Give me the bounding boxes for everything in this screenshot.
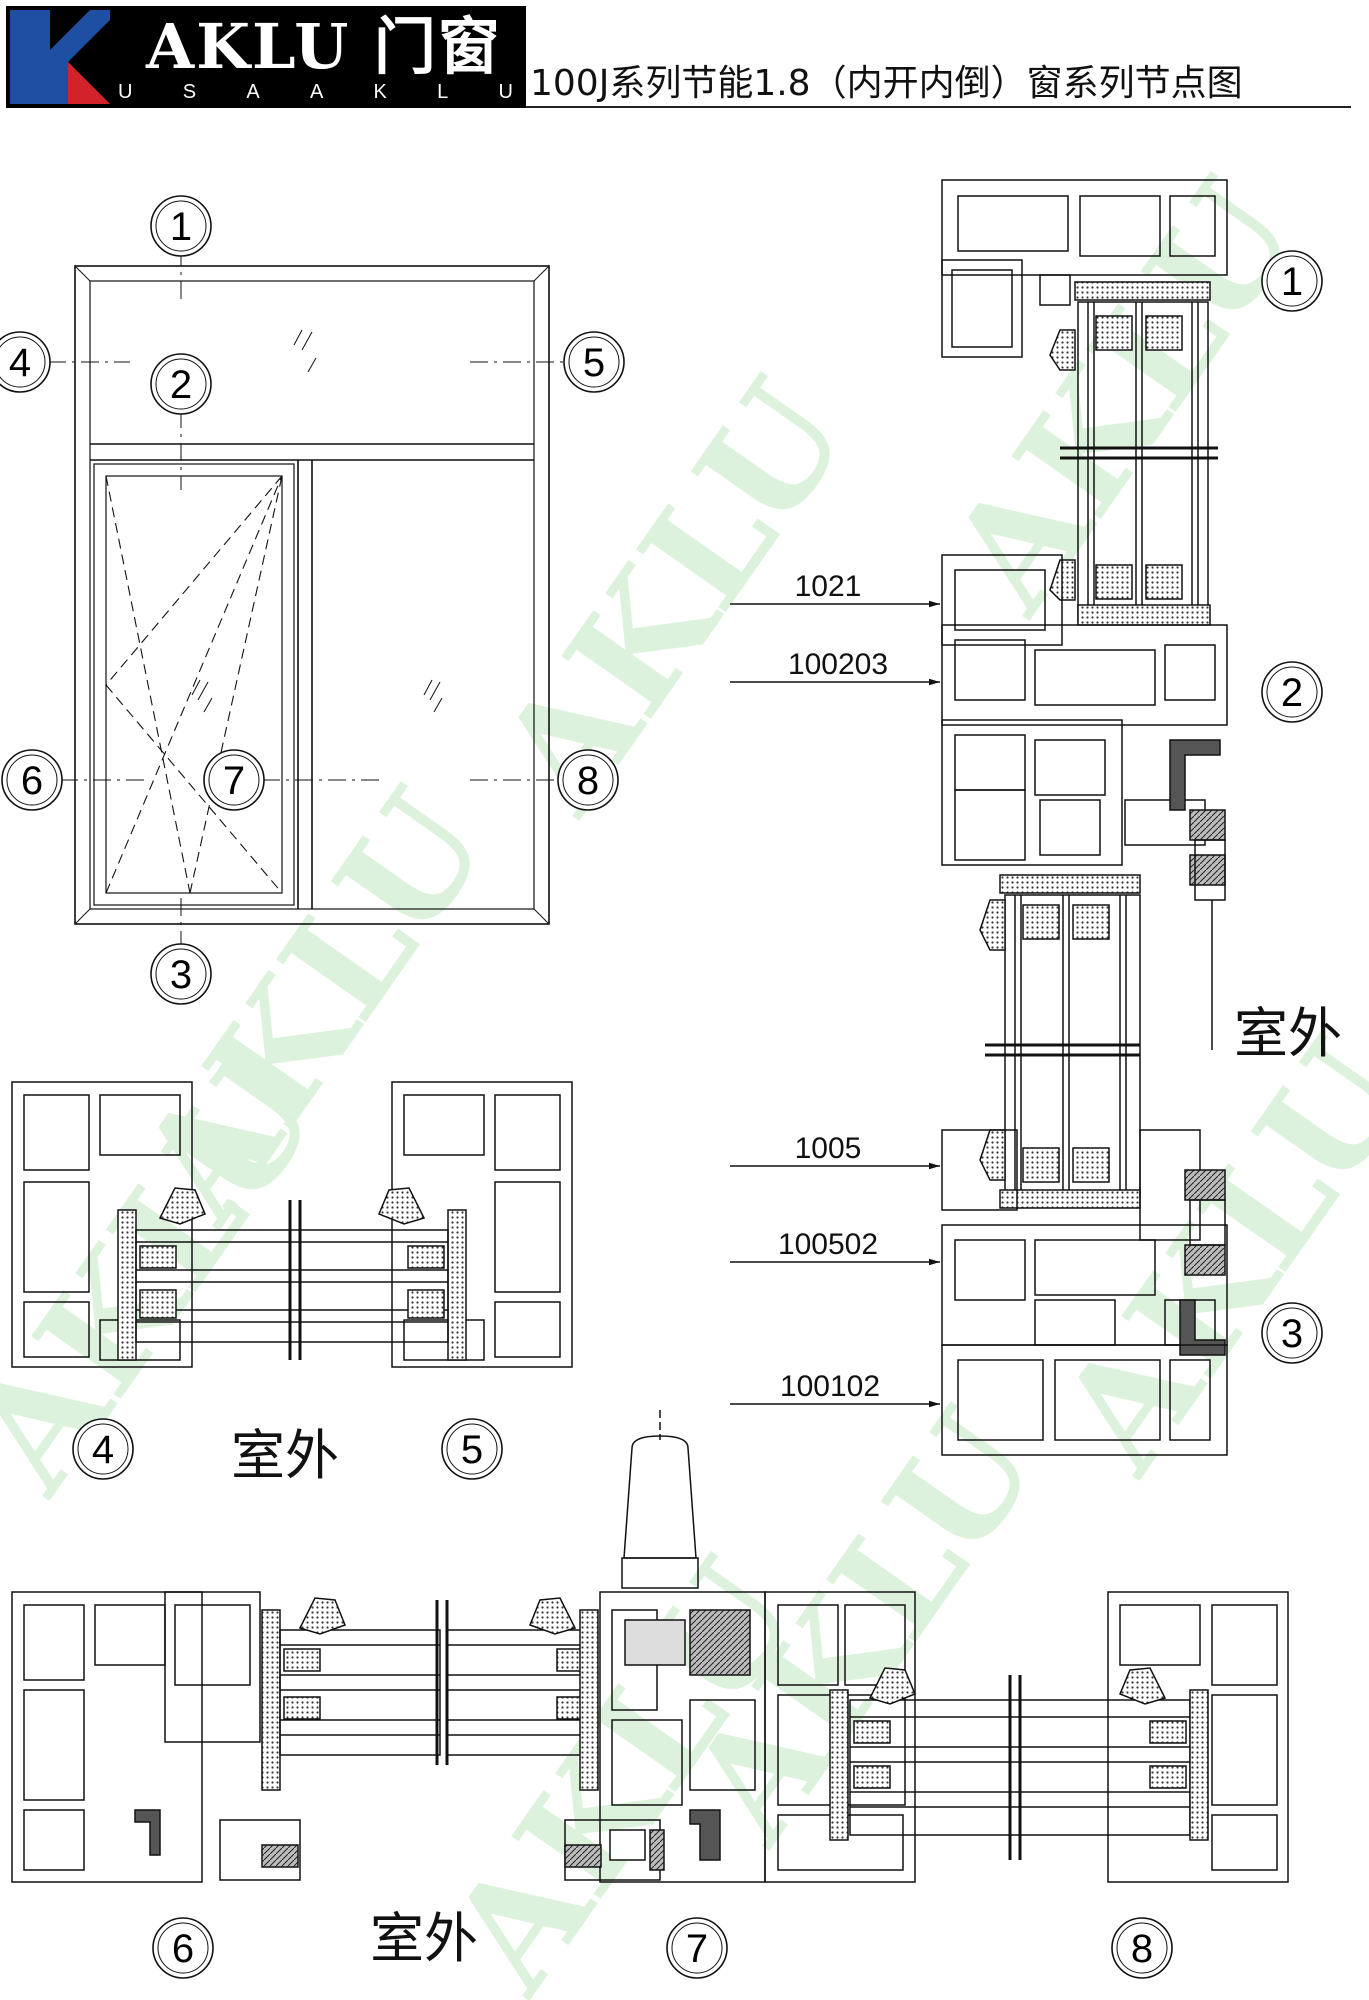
brand-sub-letter: K — [373, 81, 387, 103]
section-marker-3: 3 — [1261, 1302, 1323, 1364]
section-lines — [48, 248, 570, 945]
outside-label: 室外 — [370, 1907, 478, 1970]
section-marker-2: 2 — [150, 353, 212, 415]
svg-text:7: 7 — [686, 1927, 708, 1971]
section-marker-7: 7 — [666, 1917, 728, 1979]
section-marker-5: 5 — [563, 331, 625, 393]
vertical-section — [941, 179, 1228, 1456]
section-marker-1: 1 — [1261, 250, 1323, 312]
svg-text:1: 1 — [1281, 260, 1303, 304]
brand-sub-letter: A — [246, 81, 260, 103]
vertical-callouts: 1021 100203 1005 100502 100102 — [730, 570, 940, 1408]
brand-sub-letter: L — [437, 81, 449, 103]
brand-subline: U S A A K L U — [118, 82, 513, 102]
svg-text:5: 5 — [583, 341, 605, 385]
outside-label: 室外 — [231, 1424, 339, 1487]
handle — [623, 1435, 697, 1559]
brand-sub-letter: U — [118, 81, 133, 103]
section-marker-4: 4 — [72, 1418, 134, 1480]
callout-1005: 1005 — [730, 1132, 940, 1170]
svg-text:7: 7 — [223, 759, 245, 803]
section-marker-3: 3 — [150, 943, 212, 1005]
svg-text:6: 6 — [21, 759, 43, 803]
callout-100502: 100502 — [730, 1228, 940, 1266]
callout-100203: 100203 — [730, 648, 940, 686]
svg-text:1: 1 — [170, 205, 192, 249]
outside-label: 室外 — [1234, 1002, 1342, 1065]
section-marker-7: 7 — [203, 749, 265, 811]
bottom-frame — [941, 1344, 1228, 1456]
brand-sub-letter: A — [309, 81, 324, 103]
section-6-7-8-markers: 6 7 8 — [152, 1917, 1173, 1979]
top-frame — [941, 179, 1228, 276]
section-marker-5: 5 — [441, 1418, 503, 1480]
sash-outer — [93, 463, 295, 906]
section-marker-1: 1 — [150, 195, 212, 257]
section-marker-6: 6 — [152, 1917, 214, 1979]
callout-100102: 100102 — [730, 1370, 940, 1408]
svg-text:100203: 100203 — [788, 648, 888, 681]
section-marker-6: 6 — [1, 749, 63, 811]
section-marker-2: 2 — [1261, 661, 1323, 723]
horizontal-section-6-7-8 — [11, 1410, 1289, 1883]
section-marker-4: 4 — [0, 331, 51, 393]
svg-text:8: 8 — [577, 759, 599, 803]
section-marker-8: 8 — [557, 749, 619, 811]
transom-section — [941, 624, 1228, 726]
title-underline — [526, 106, 1351, 108]
elevation-markers: 1 2 3 4 5 6 7 8 — [0, 195, 625, 1005]
page-title: 100J系列节能1.8（内开内倒）窗系列节点图 — [530, 63, 1243, 104]
svg-text:1021: 1021 — [795, 570, 862, 603]
brand-name: AKLU 门窗 — [146, 10, 502, 83]
svg-text:6: 6 — [172, 1927, 194, 1971]
svg-text:100502: 100502 — [778, 1228, 878, 1261]
svg-text:2: 2 — [170, 363, 192, 407]
svg-text:100102: 100102 — [780, 1370, 880, 1403]
brand-sub-letter: S — [182, 81, 197, 103]
svg-text:2: 2 — [1281, 671, 1303, 715]
svg-text:3: 3 — [170, 953, 192, 997]
svg-text:4: 4 — [92, 1428, 114, 1472]
outer-frame — [74, 265, 550, 925]
section-4-5-markers: 4 5 — [72, 1418, 503, 1480]
brand-sub-letter: U — [498, 81, 513, 103]
section-marker-8: 8 — [1111, 1917, 1173, 1979]
svg-text:3: 3 — [1281, 1312, 1303, 1356]
window-elevation — [48, 248, 570, 945]
svg-text:1005: 1005 — [795, 1132, 862, 1165]
svg-text:5: 5 — [461, 1428, 483, 1472]
gasket-dots — [1074, 281, 1211, 301]
aklu-logo-icon — [10, 10, 110, 104]
callout-1021: 1021 — [730, 570, 940, 608]
glass-marks — [191, 329, 443, 713]
opening-indicators — [105, 475, 283, 894]
svg-text:4: 4 — [9, 341, 31, 385]
svg-text:8: 8 — [1131, 1927, 1153, 1971]
brand-header: AKLU 门窗 U S A A K L U — [6, 6, 526, 108]
horizontal-section-4-5 — [11, 1081, 573, 1368]
vertical-markers: 1 2 3 — [1261, 250, 1323, 1364]
